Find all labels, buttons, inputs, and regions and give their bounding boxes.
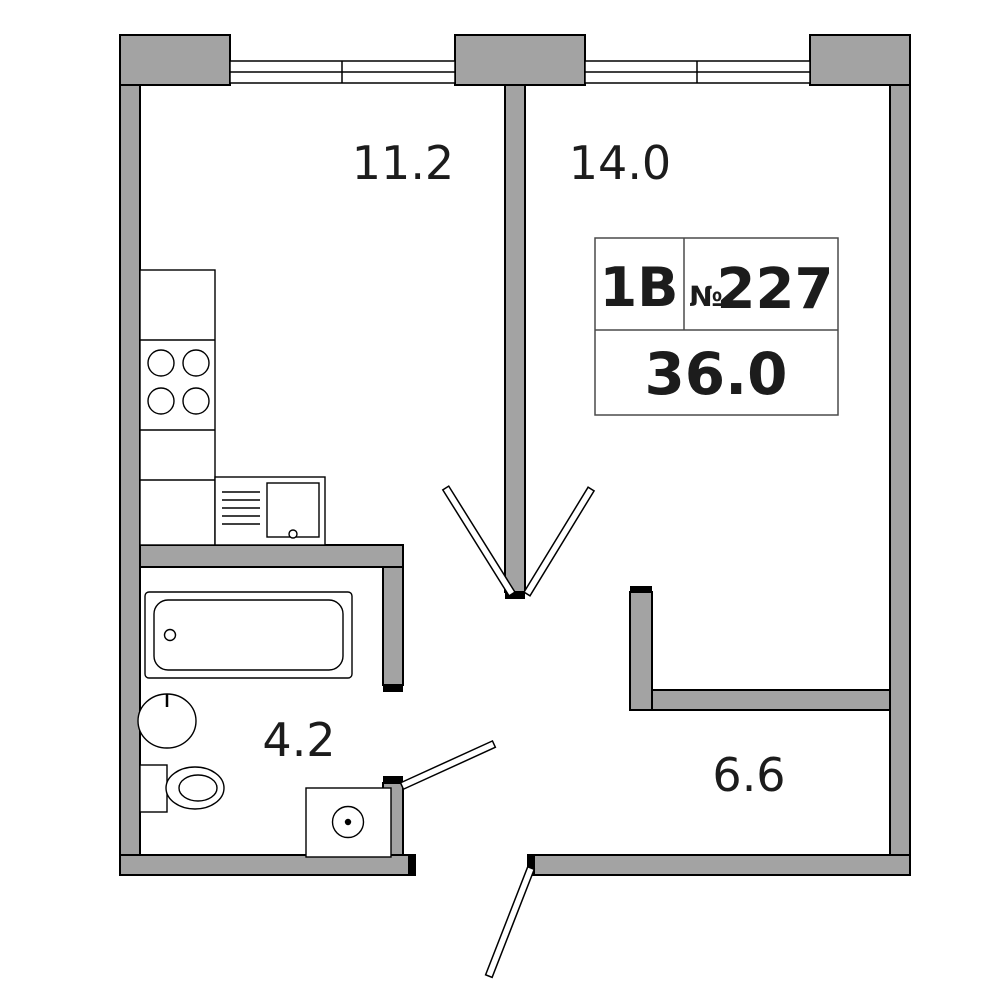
walls bbox=[119, 34, 911, 876]
wall-top-right-block bbox=[809, 34, 911, 86]
wall-bottom-right bbox=[527, 854, 911, 876]
wall-left bbox=[119, 84, 141, 876]
wall-right bbox=[889, 84, 911, 876]
toilet-bowl-inner bbox=[178, 774, 218, 802]
toilet-tank bbox=[139, 764, 168, 813]
total-area-label: 36.0 bbox=[644, 340, 787, 408]
door-double-right-leaf bbox=[522, 486, 596, 597]
wall-bottom-left bbox=[119, 854, 416, 876]
jamb-divider-bottom bbox=[505, 592, 525, 599]
wall-hall-stub-vertical bbox=[629, 591, 653, 711]
jamb-bathroom-upper bbox=[383, 685, 403, 692]
apartment-number: 227 bbox=[717, 257, 834, 322]
title-block-texts: 1В № 227 36.0 bbox=[600, 256, 834, 408]
hallway-area-label: 6.6 bbox=[712, 748, 785, 802]
door-entrance-leaf bbox=[484, 865, 536, 979]
bathroom-area-label: 4.2 bbox=[262, 713, 335, 767]
window-room bbox=[584, 60, 811, 84]
wall-top-left-block bbox=[119, 34, 231, 86]
door-double-left-leaf bbox=[441, 485, 517, 597]
wash-basin bbox=[137, 693, 197, 749]
jamb-hall-stub-top bbox=[630, 586, 652, 592]
jamb-bathroom-lower bbox=[383, 776, 403, 783]
washing-machine-dot bbox=[344, 818, 352, 826]
stove-burners bbox=[147, 349, 210, 415]
wall-end-caps bbox=[383, 586, 652, 875]
bathtub bbox=[144, 591, 353, 679]
number-sign: № bbox=[689, 280, 723, 313]
bathroom-fixtures bbox=[137, 591, 392, 858]
kitchen-fixtures bbox=[139, 269, 326, 546]
living-room-area-label: 14.0 bbox=[569, 136, 671, 190]
jamb-entrance-right bbox=[528, 855, 535, 875]
title-block: 1В № 227 36.0 bbox=[594, 237, 839, 416]
title-block-frame bbox=[594, 237, 839, 416]
wall-bathroom-right-upper bbox=[382, 566, 404, 686]
apartment-type-label: 1В bbox=[600, 256, 679, 319]
wall-divider-kitchen-room bbox=[504, 84, 526, 593]
bathtub-drain bbox=[163, 628, 177, 642]
windows bbox=[229, 60, 811, 84]
doors bbox=[399, 485, 596, 979]
jamb-entrance-left bbox=[408, 855, 415, 875]
wall-top-center-block bbox=[454, 34, 586, 86]
door-bathroom-leaf bbox=[399, 739, 497, 791]
toilet bbox=[139, 764, 225, 813]
counter-hatch-lines bbox=[222, 491, 260, 525]
wall-hall-horizontal bbox=[651, 689, 891, 711]
wall-bathroom-top bbox=[139, 544, 404, 568]
kitchen-sink-basin bbox=[266, 482, 320, 538]
washing-machine bbox=[305, 787, 392, 858]
window-kitchen bbox=[229, 60, 456, 84]
room-labels: 11.2 14.0 4.2 6.6 bbox=[262, 136, 785, 802]
kitchen-sink-faucet bbox=[288, 529, 298, 539]
kitchen-area-label: 11.2 bbox=[352, 136, 454, 190]
